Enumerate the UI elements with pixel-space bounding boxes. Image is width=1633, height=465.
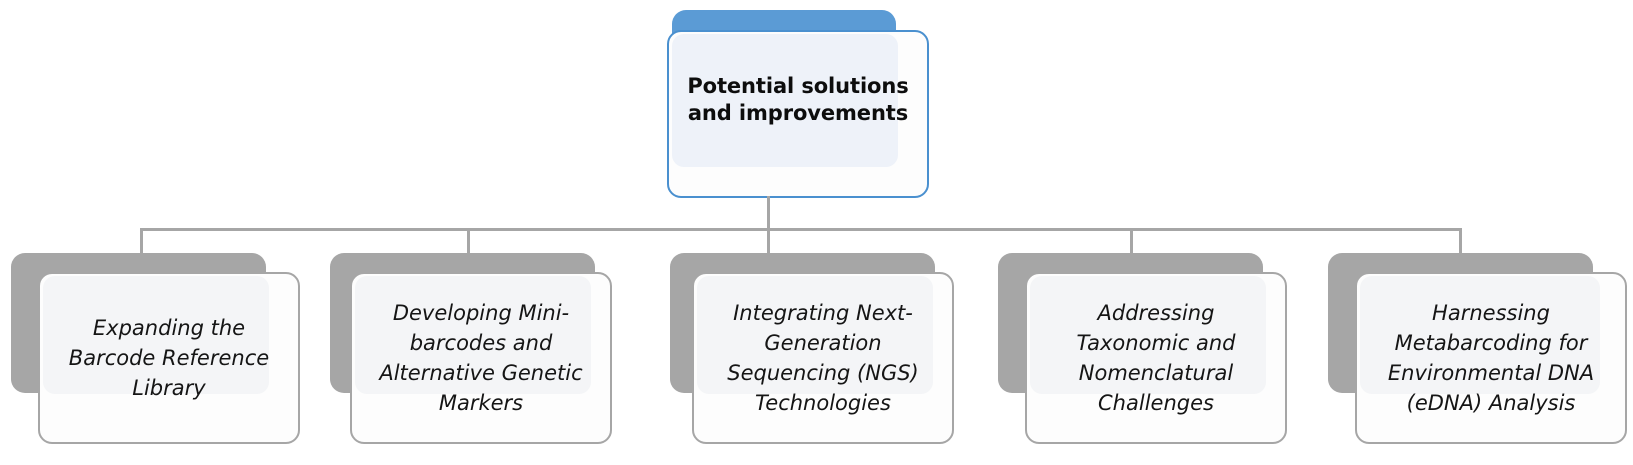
- node-label: Addressing Taxonomic and Nomenclatural C…: [1076, 301, 1236, 415]
- node-label: Integrating Next- Generation Sequencing …: [727, 301, 919, 415]
- node-integrating-ngs-technologies[interactable]: Integrating Next- Generation Sequencing …: [640, 250, 954, 456]
- node-inner-fill: [1360, 276, 1600, 394]
- node-inner-fill: [1030, 276, 1266, 394]
- node-inner-fill: [355, 276, 591, 394]
- node-label: Potential solutions and improvements: [687, 74, 909, 125]
- node-harnessing-metabarcoding-edna[interactable]: Harnessing Metabarcoding for Environment…: [1270, 250, 1633, 456]
- node-potential-solutions[interactable]: Potential solutions and improvements: [660, 8, 930, 200]
- node-expanding-barcode-reference-library[interactable]: Expanding the Barcode Reference Library: [8, 250, 308, 456]
- node-label: Harnessing Metabarcoding for Environment…: [1387, 301, 1595, 415]
- connector-horizontal-bus: [140, 228, 1462, 231]
- node-label: Developing Mini- barcodes and Alternativ…: [379, 301, 583, 415]
- node-addressing-taxonomic-challenges[interactable]: Addressing Taxonomic and Nomenclatural C…: [955, 250, 1287, 456]
- connector-drop-child-4: [1130, 228, 1133, 255]
- connector-root-stem: [767, 196, 770, 231]
- node-label: Expanding the Barcode Reference Library: [68, 316, 270, 400]
- node-developing-mini-barcodes[interactable]: Developing Mini- barcodes and Alternativ…: [327, 250, 627, 456]
- connector-drop-child-5: [1459, 228, 1462, 255]
- connector-drop-child-3: [767, 228, 770, 255]
- node-inner-fill: [697, 276, 933, 394]
- connector-drop-child-1: [140, 228, 143, 255]
- node-inner-fill: [43, 276, 269, 394]
- connector-drop-child-2: [467, 228, 470, 255]
- node-inner-fill: [672, 34, 898, 167]
